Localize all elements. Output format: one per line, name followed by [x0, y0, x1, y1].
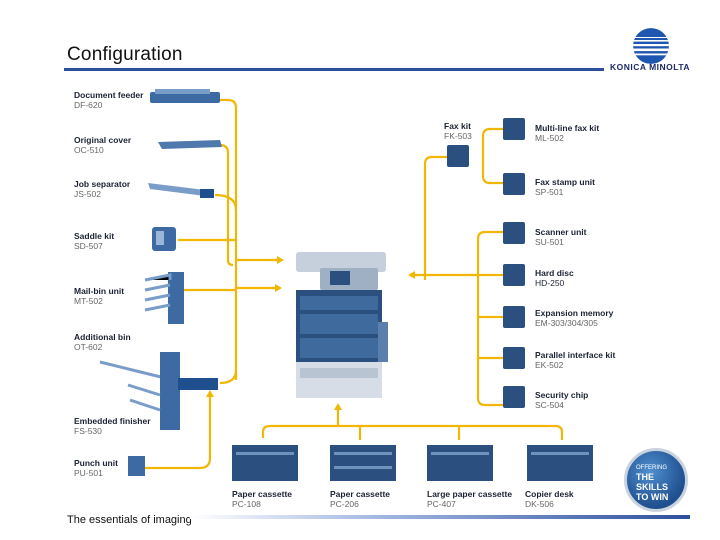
badge-line-3: TO WIN [636, 492, 669, 502]
original-cover-device [158, 140, 222, 149]
footer-tagline: The essentials of imaging [67, 514, 192, 526]
paper-cassette-pc206-device [330, 445, 396, 481]
connector-lines [145, 98, 564, 470]
main-copier-device [296, 252, 388, 398]
punch-unit-device [128, 456, 145, 476]
badge-line-2: THE SKILLS [636, 472, 669, 492]
security-chip-device [503, 386, 525, 408]
paper-cassette-pc108-device [232, 445, 298, 481]
footer-rule [190, 515, 690, 519]
job-separator-device [148, 183, 214, 198]
scanner-unit-device [503, 222, 525, 244]
saddle-kit-device [152, 227, 176, 251]
copier-desk-device [527, 445, 593, 481]
large-paper-cassette-device [427, 445, 493, 481]
parallel-interface-kit-device [503, 347, 525, 369]
multi-line-fax-kit-device [503, 118, 525, 140]
badge-line-1: OFFERING [636, 465, 667, 471]
title-rule [64, 68, 604, 71]
hard-disc-device [503, 264, 525, 286]
fax-kit-device [447, 145, 469, 167]
expansion-memory-device [503, 306, 525, 328]
brand-name: KONICA MINOLTA [610, 62, 691, 72]
offering-skills-badge: OFFERING THE SKILLS TO WIN [624, 448, 688, 512]
mail-bin-unit-device [144, 272, 184, 324]
fax-stamp-unit-device [503, 173, 525, 195]
embedded-finisher-device [127, 352, 218, 430]
arrowheads [206, 256, 415, 410]
konica-minolta-globe-logo [633, 28, 669, 64]
document-feeder-device [150, 89, 220, 103]
additional-bin-device [99, 360, 166, 380]
page-title: Configuration [67, 44, 183, 65]
